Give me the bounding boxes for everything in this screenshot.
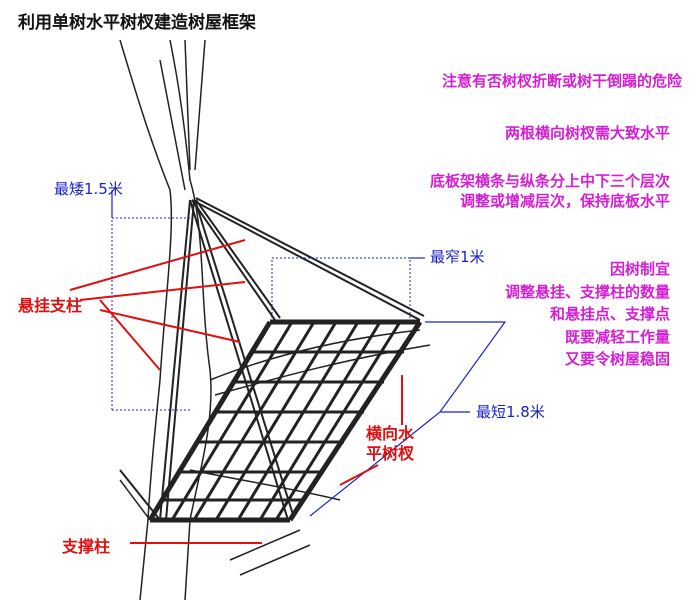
note-danger: 注意有否树杈折断或树干倒蹋的危险 [441,72,682,90]
note-adapt: 因树制宜 调整悬挂、支撑柱的数量 和悬挂点、支撑点 既要减轻工作量 又要令树屋稳… [505,258,670,371]
min-width-label: 最窄1米 [430,248,485,266]
dimension-arrows [111,190,507,517]
note-adapt-line: 和悬挂点、支撑点 [549,305,670,323]
min-length-label: 最短1.8米 [476,403,545,421]
note-layers-1: 底板架横条与纵条分上中下三个层次 [429,172,670,190]
note-adapt-line: 既要减轻工作量 [564,327,670,346]
note-adapt-line: 调整悬挂、支撑柱的数量 [504,282,670,301]
support-post-label: 支撑柱 [62,537,111,556]
note-adapt-line: 又要令树屋稳固 [564,350,670,368]
note-level: 两根横向树杈需大致水平 [504,124,670,142]
branch-label-2: 平树杈 [366,444,415,463]
note-adapt-line: 因树制宜 [609,260,670,278]
min-height-label: 最矮1.5米 [54,180,123,198]
branch-label-1: 横向水 [366,424,415,443]
hanging-posts [119,197,425,521]
page-title: 利用单树水平树杈建造树屋框架 [18,13,256,33]
platform-frame [147,319,423,523]
note-layers-2: 调整或增减层次，保持底板水平 [459,192,670,210]
pointer-arrows [69,239,403,544]
hanging-posts-label: 悬挂支柱 [18,296,83,315]
